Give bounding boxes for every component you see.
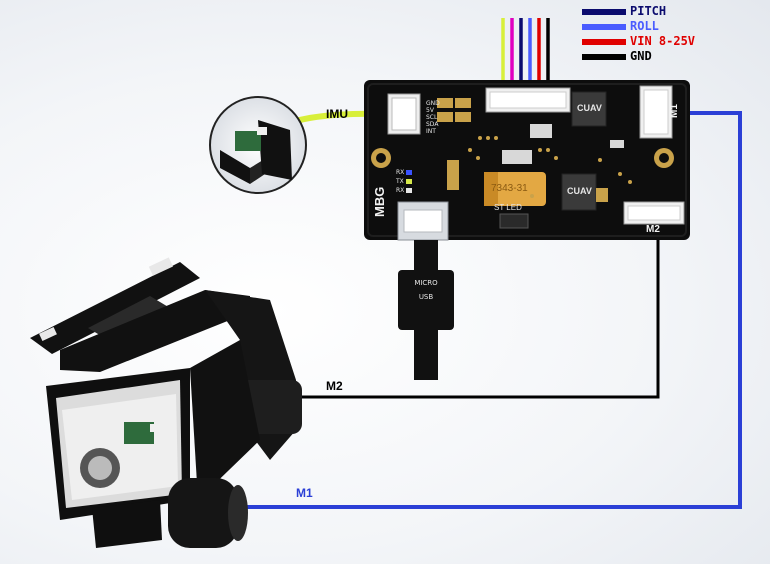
- capacitor-label: 7343-31: [491, 183, 528, 194]
- board-name: MBG: [372, 186, 387, 217]
- legend-item-pitch: PITCH: [582, 4, 695, 19]
- pin-label: SCL: [426, 114, 438, 121]
- chip-logo-1: CUAV: [577, 103, 602, 113]
- rx-label: RX: [396, 187, 405, 194]
- legend-item-roll: ROLL: [582, 19, 695, 34]
- gimbal-assembly: [30, 257, 302, 548]
- legend-label-roll: ROLL: [630, 19, 659, 33]
- tx-label: TX: [396, 178, 404, 185]
- st-led-label: ST LED: [494, 203, 522, 212]
- m2-wire: [290, 234, 660, 399]
- m1-wire: [242, 111, 742, 509]
- legend-label-gnd: GND: [630, 49, 652, 63]
- legend-label-pitch: PITCH: [630, 4, 667, 18]
- connector-wires: [501, 18, 550, 94]
- usb-label-line2: USB: [418, 293, 434, 301]
- imu-magnifier: [209, 96, 307, 194]
- board-m2-label: M2: [646, 224, 660, 235]
- wire-legend: PITCH ROLL VIN 8-25V GND: [582, 4, 695, 64]
- legend-swatch-gnd: [582, 53, 626, 60]
- usb-plug-label: MICRO USB: [398, 276, 454, 304]
- legend-item-vin: VIN 8-25V: [582, 34, 695, 49]
- usb-label-line1: MICRO: [414, 279, 438, 287]
- legend-swatch-vin: [582, 38, 626, 45]
- chip-logo-2: CUAV: [567, 186, 592, 196]
- pin-label: INT: [426, 128, 436, 135]
- legend-item-gnd: GND: [582, 49, 695, 64]
- rx-label: RX: [396, 169, 405, 176]
- usb-cable: [398, 240, 454, 380]
- m1-wire-label: M1: [296, 486, 313, 500]
- m2-wire-label: M2: [326, 379, 343, 393]
- pin-label: GND: [426, 100, 440, 107]
- board-m1-label: M1: [669, 104, 680, 118]
- controller-board: [364, 80, 690, 241]
- imu-pin-labels: GND 5V SCL SDA INT: [426, 100, 440, 135]
- imu-label: IMU: [326, 107, 348, 121]
- pin-label: 5V: [426, 107, 434, 114]
- legend-label-vin: VIN 8-25V: [630, 34, 696, 48]
- legend-swatch-pitch: [582, 8, 626, 15]
- legend-swatch-roll: [582, 23, 626, 30]
- pin-label: SDA: [426, 121, 439, 128]
- rxtx-labels: RX TX RX: [396, 168, 404, 195]
